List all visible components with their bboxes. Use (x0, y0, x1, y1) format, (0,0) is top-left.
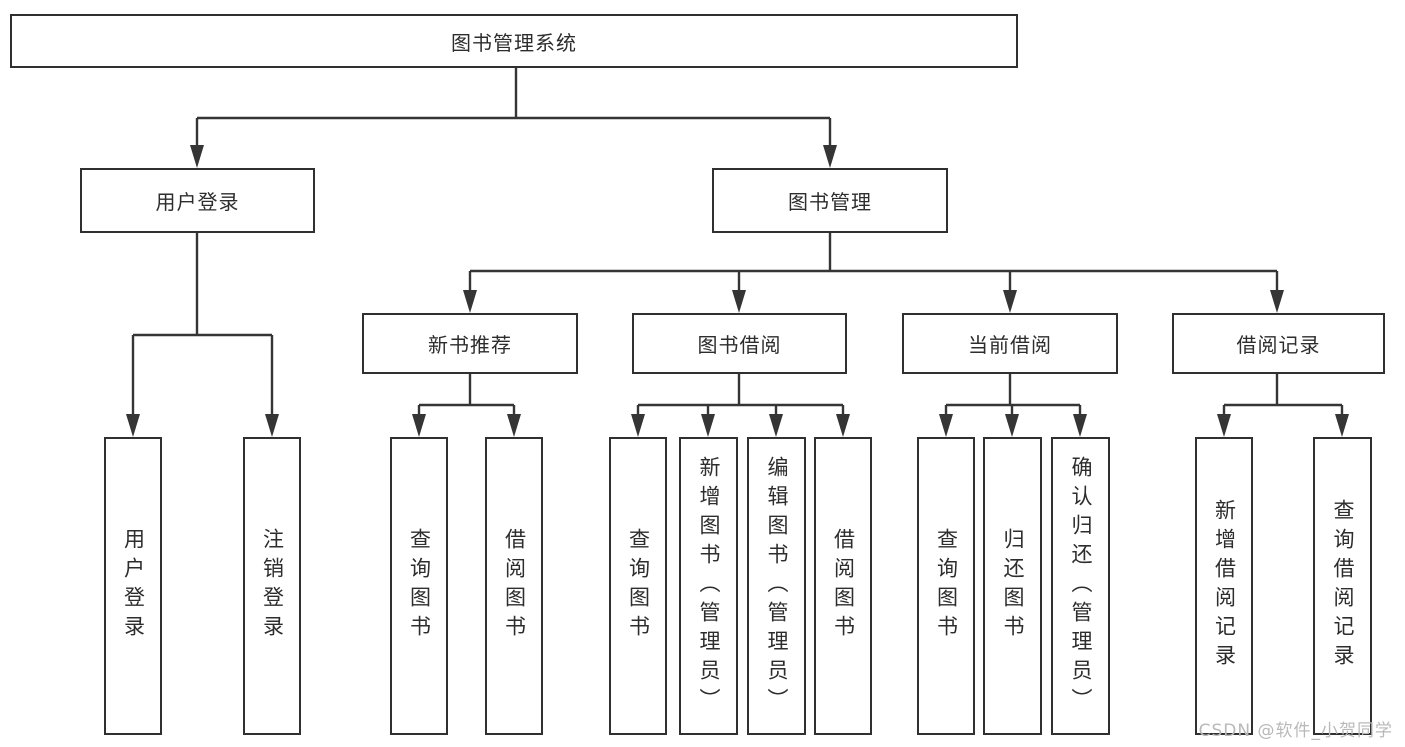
node-book-borrowing: 图书借阅 (632, 313, 847, 374)
leaf-add-borrow-record: 新增借阅记录 (1195, 437, 1253, 735)
arrowhead-icon (631, 414, 645, 437)
node-library-management-system: 图书管理系统 (10, 14, 1018, 68)
arrowhead-icon (126, 414, 140, 437)
arrowhead-icon (1003, 290, 1017, 313)
leaf-query-books-recommend: 查询图书 (390, 437, 448, 735)
arrowhead-icon (1335, 414, 1349, 437)
arrowhead-icon (190, 145, 204, 168)
arrowhead-icon (463, 290, 477, 313)
leaf-return-books: 归还图书 (983, 437, 1042, 735)
leaf-query-books-borrow: 查询图书 (609, 437, 667, 735)
arrowhead-icon (412, 414, 426, 437)
csdn-watermark: CSDN @软件_小贺同学 (1198, 721, 1393, 741)
leaf-logout: 注销登录 (243, 437, 301, 735)
node-user-login-branch: 用户登录 (80, 168, 315, 233)
arrowhead-icon (823, 145, 837, 168)
leaf-borrow-books: 借阅图书 (814, 437, 872, 735)
leaf-borrow-books-recommend: 借阅图书 (485, 437, 543, 735)
leaf-query-borrow-record: 查询借阅记录 (1313, 437, 1372, 735)
arrowhead-icon (701, 414, 715, 437)
arrowhead-icon (939, 414, 953, 437)
node-borrowing-records: 借阅记录 (1172, 313, 1385, 374)
arrowhead-icon (732, 290, 746, 313)
arrowhead-icon (1270, 290, 1284, 313)
arrowhead-icon (836, 414, 850, 437)
leaf-add-books-admin: 新增图书（管理员） (679, 437, 738, 735)
node-new-book-recommendation: 新书推荐 (362, 313, 578, 374)
leaf-user-login: 用户登录 (104, 437, 162, 735)
leaf-query-books-current: 查询图书 (917, 437, 975, 735)
leaf-edit-books-admin: 编辑图书（管理员） (747, 437, 806, 735)
node-current-borrowing: 当前借阅 (902, 313, 1118, 374)
arrowhead-icon (769, 414, 783, 437)
arrowhead-icon (1005, 414, 1019, 437)
arrowhead-icon (507, 414, 521, 437)
arrowhead-icon (1073, 414, 1087, 437)
node-book-management-branch: 图书管理 (712, 168, 948, 233)
arrowhead-icon (265, 414, 279, 437)
leaf-confirm-return-admin: 确认归还（管理员） (1051, 437, 1110, 735)
arrowhead-icon (1217, 414, 1231, 437)
